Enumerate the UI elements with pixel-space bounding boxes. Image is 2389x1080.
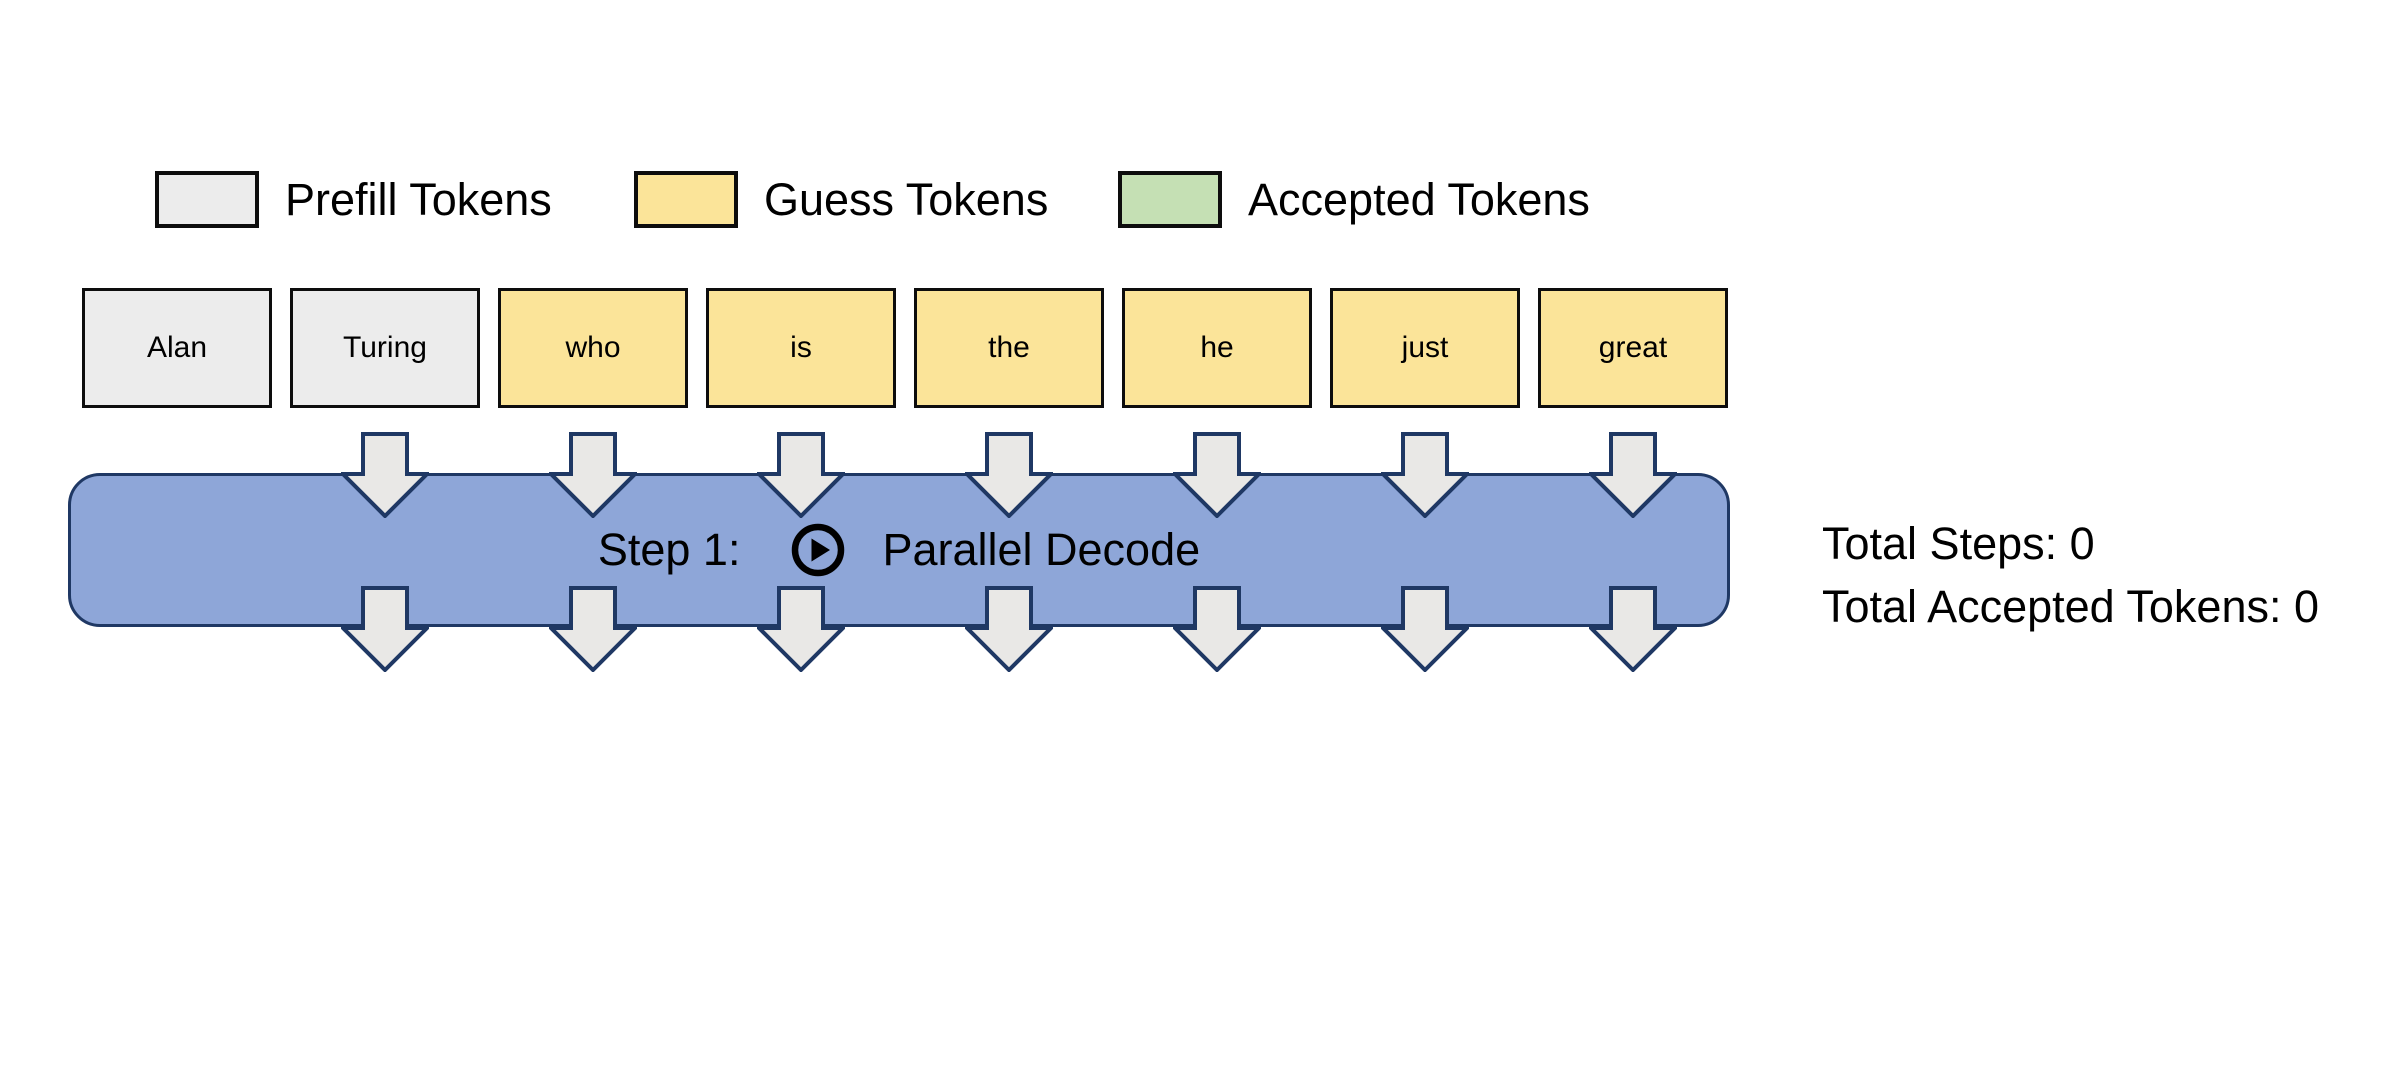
legend-item-prefill: Prefill Tokens — [155, 171, 552, 228]
token-box-great: great — [1538, 288, 1728, 408]
legend-item-accepted: Accepted Tokens — [1118, 171, 1590, 228]
token-box-alan: Alan — [82, 288, 272, 408]
token-box-who: who — [498, 288, 688, 408]
legend-label: Accepted Tokens — [1248, 173, 1590, 225]
token-box-is: is — [706, 288, 896, 408]
down-arrow-in-icon — [757, 432, 845, 518]
step-box: Step 1: Parallel Decode — [68, 473, 1730, 627]
down-arrow-in-icon — [341, 432, 429, 518]
down-arrow-out-icon — [1589, 586, 1677, 672]
down-arrow-out-icon — [965, 586, 1053, 672]
legend-label: Prefill Tokens — [285, 173, 552, 225]
play-icon — [792, 523, 845, 577]
stats-panel: Total Steps: 0 Total Accepted Tokens: 0 — [1822, 512, 2319, 638]
down-arrow-in-icon — [965, 432, 1053, 518]
guess-swatch — [634, 171, 738, 228]
step-number-label: Step 1: — [597, 524, 741, 575]
down-arrow-out-icon — [1381, 586, 1469, 672]
down-arrow-out-icon — [1173, 586, 1261, 672]
down-arrow-out-icon — [549, 586, 637, 672]
step-action-label: Parallel Decode — [882, 524, 1201, 575]
down-arrow-in-icon — [1381, 432, 1469, 518]
token-box-he: he — [1122, 288, 1312, 408]
token-box-just: just — [1330, 288, 1520, 408]
down-arrow-in-icon — [1589, 432, 1677, 518]
down-arrow-in-icon — [1173, 432, 1261, 518]
token-box-turing: Turing — [290, 288, 480, 408]
total-steps-text: Total Steps: 0 — [1822, 518, 2095, 569]
legend-label: Guess Tokens — [764, 173, 1049, 225]
down-arrow-out-icon — [341, 586, 429, 672]
accepted-swatch — [1118, 171, 1222, 228]
token-box-the: the — [914, 288, 1104, 408]
total-accepted-tokens-text: Total Accepted Tokens: 0 — [1822, 581, 2319, 632]
down-arrow-in-icon — [549, 432, 637, 518]
down-arrow-out-icon — [757, 586, 845, 672]
prefill-swatch — [155, 171, 259, 228]
legend-item-guess: Guess Tokens — [634, 171, 1048, 228]
